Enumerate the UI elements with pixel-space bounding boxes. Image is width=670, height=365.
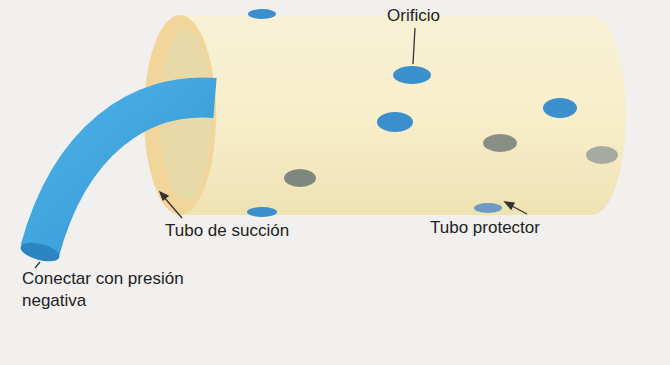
suction-tube-label: Tubo de succión — [165, 220, 325, 242]
hole-label: Orificio — [387, 5, 507, 27]
connection-label: Conectar con presión negativa — [22, 268, 187, 312]
holes — [247, 9, 618, 217]
protective-tube-label: Tubo protector — [430, 217, 590, 239]
protective-tube — [144, 15, 626, 215]
